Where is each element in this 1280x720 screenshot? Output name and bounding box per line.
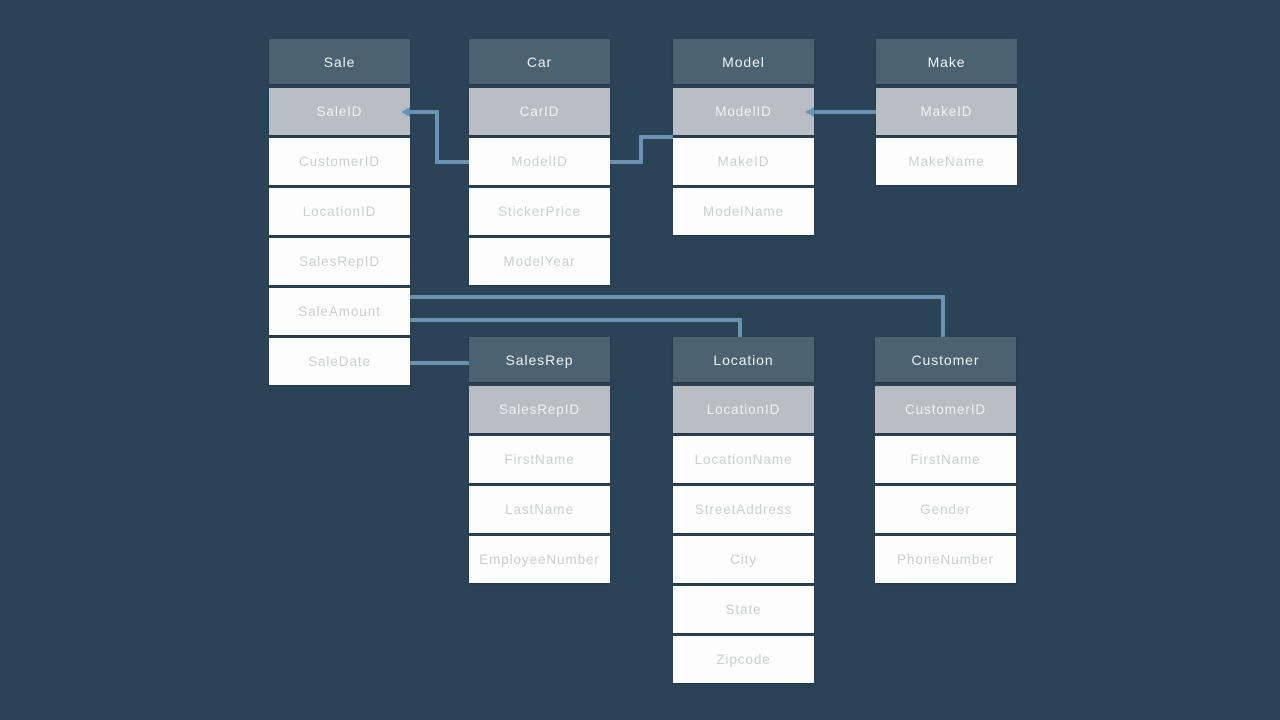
table-sale-field-customerid: CustomerID [269, 138, 410, 185]
table-car-title: Car [469, 39, 610, 84]
table-sale: Sale SaleID CustomerID LocationID SalesR… [269, 39, 410, 388]
connector-sale-car-arrowhead-icon [401, 107, 410, 117]
table-make-field-makename: MakeName [876, 138, 1017, 185]
table-car-field-carid: CarID [469, 88, 610, 135]
connector-sale-car-seg3 [435, 160, 470, 164]
table-customer-field-gender: Gender [875, 486, 1016, 533]
table-salesrep-field-employeenumber: EmployeeNumber [469, 536, 610, 583]
table-model-field-modelname: ModelName [673, 188, 814, 235]
connector-car-model-seg1 [610, 160, 643, 164]
table-make-title: Make [876, 39, 1017, 84]
table-customer: Customer CustomerID FirstName Gender Pho… [875, 337, 1016, 586]
table-car-field-modelid: ModelID [469, 138, 610, 185]
table-salesrep-field-salesrepid: SalesRepID [469, 386, 610, 433]
table-model-title: Model [673, 39, 814, 84]
connector-car-model-seg3 [639, 135, 673, 139]
table-location-field-state: State [673, 586, 814, 633]
table-car-field-modelyear: ModelYear [469, 238, 610, 285]
table-customer-field-customerid: CustomerID [875, 386, 1016, 433]
table-location-field-zipcode: Zipcode [673, 636, 814, 683]
table-salesrep-field-firstname: FirstName [469, 436, 610, 483]
table-location: Location LocationID LocationName StreetA… [673, 337, 814, 686]
table-customer-field-phonenumber: PhoneNumber [875, 536, 1016, 583]
table-customer-title: Customer [875, 337, 1016, 382]
table-salesrep: SalesRep SalesRepID FirstName LastName E… [469, 337, 610, 586]
table-model-field-makeid: MakeID [673, 138, 814, 185]
connector-sale-salesrep-seg1 [410, 361, 470, 365]
table-sale-field-saleid: SaleID [269, 88, 410, 135]
connector-model-make-seg1 [813, 110, 876, 114]
connector-sale-customer-seg1 [410, 295, 945, 299]
table-sale-field-saleamount: SaleAmount [269, 288, 410, 335]
table-location-field-streetaddress: StreetAddress [673, 486, 814, 533]
table-salesrep-title: SalesRep [469, 337, 610, 382]
connector-sale-location-seg2 [738, 318, 742, 340]
connector-car-model-seg2 [639, 135, 643, 164]
connector-sale-customer-seg2 [941, 295, 945, 340]
table-car-field-stickerprice: StickerPrice [469, 188, 610, 235]
table-customer-field-firstname: FirstName [875, 436, 1016, 483]
table-salesrep-field-lastname: LastName [469, 486, 610, 533]
table-location-field-locationid: LocationID [673, 386, 814, 433]
table-location-title: Location [673, 337, 814, 382]
table-location-field-locationname: LocationName [673, 436, 814, 483]
table-model: Model ModelID MakeID ModelName [673, 39, 814, 238]
table-make-field-makeid: MakeID [876, 88, 1017, 135]
table-sale-title: Sale [269, 39, 410, 84]
table-sale-field-salesrepid: SalesRepID [269, 238, 410, 285]
table-location-field-city: City [673, 536, 814, 583]
table-car: Car CarID ModelID StickerPrice ModelYear [469, 39, 610, 288]
table-model-field-modelid: ModelID [673, 88, 814, 135]
table-make: Make MakeID MakeName [876, 39, 1017, 188]
table-sale-field-locationid: LocationID [269, 188, 410, 235]
table-sale-field-saledate: SaleDate [269, 338, 410, 385]
connector-sale-car-seg1 [410, 110, 439, 114]
connector-sale-location-seg1 [410, 318, 742, 322]
connector-sale-car-seg2 [435, 110, 439, 164]
connector-model-make-arrowhead-icon [805, 107, 814, 117]
